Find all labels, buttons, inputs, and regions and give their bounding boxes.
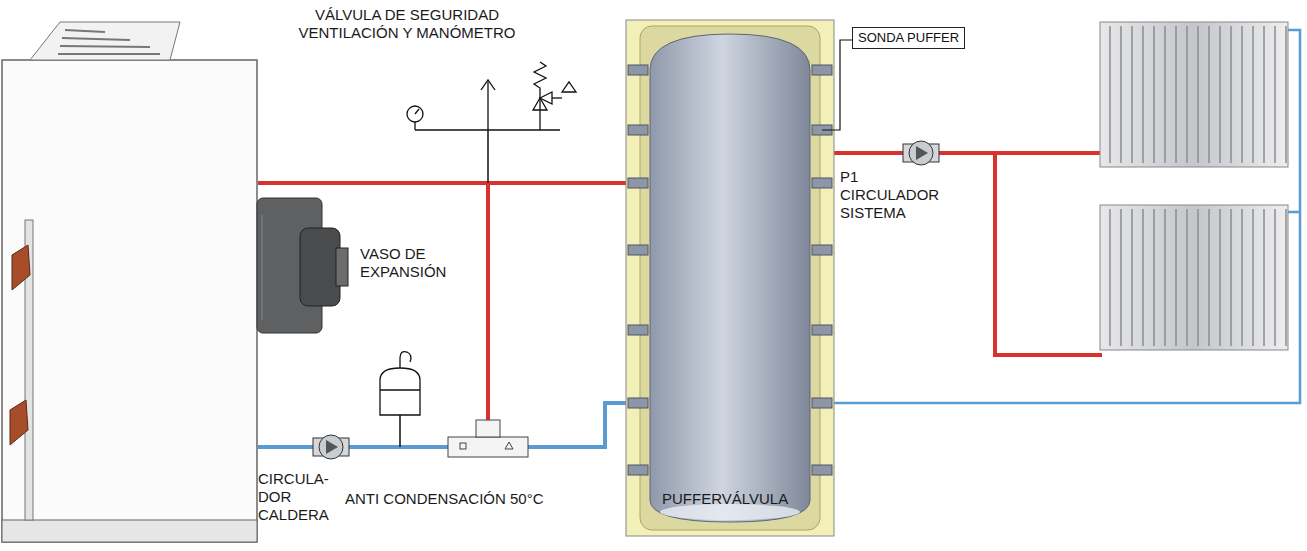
valve-label: ANTI CONDENSACIÓN 50°C — [345, 490, 585, 508]
leader-line — [822, 40, 852, 130]
tank-label: PUFFERVÁLVULA — [662, 490, 822, 508]
valve-label: VÁLVULA DE SEGURIDAD VENTILACIÓN Y MANÓM… — [282, 6, 532, 42]
radiators — [1100, 22, 1288, 350]
vessel-label: VASO DE EXPANSIÓN — [360, 245, 455, 281]
safety-valve-group — [407, 62, 576, 130]
boiler-pump — [313, 435, 349, 459]
system-pump — [903, 141, 939, 165]
pump-label: CIRCULA- DOR CALDERA — [258, 470, 334, 524]
node-text: SONDA PUFFER — [858, 30, 959, 46]
boiler — [2, 22, 348, 542]
anti-condensation-valve — [448, 420, 528, 457]
puffer-tank — [626, 20, 834, 536]
expansion-vessel-symbol — [380, 352, 420, 415]
pump-label: P1 CIRCULADOR SISTEMA — [840, 168, 940, 222]
sensor-box: SONDA PUFFER — [852, 27, 965, 49]
